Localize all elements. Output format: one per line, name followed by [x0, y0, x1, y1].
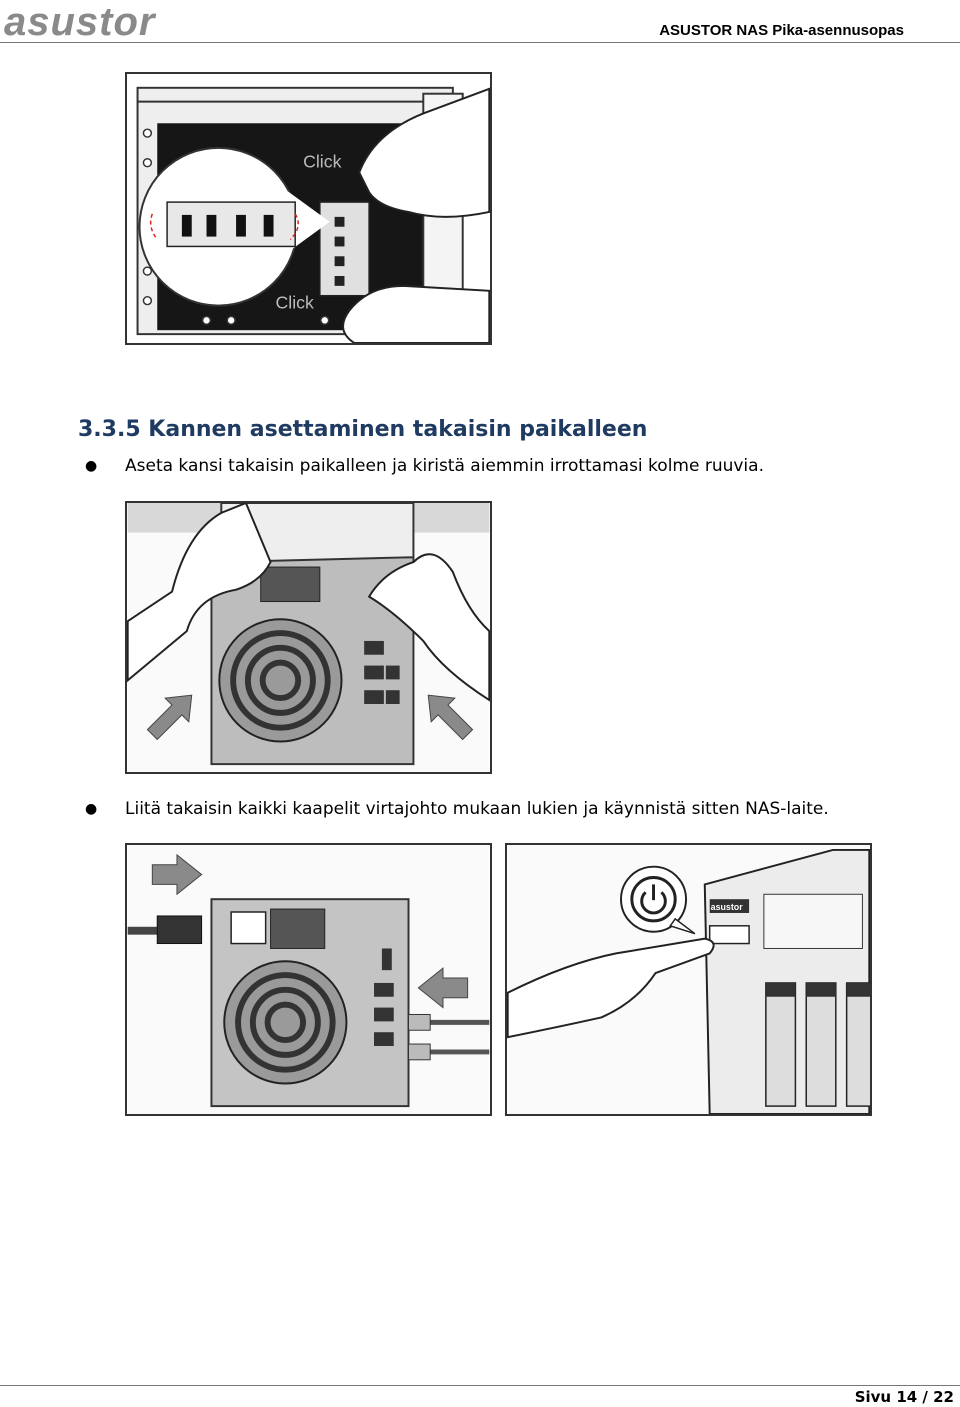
section-heading: 3.3.5 Kannen asettaminen takaisin paikal…: [78, 417, 648, 442]
bullet-icon: ●: [85, 801, 98, 817]
memory-install-illustration: Click Click: [125, 72, 492, 345]
bullet-text: Liitä takaisin kaikki kaapelit virtajoht…: [125, 799, 829, 819]
header-divider: [0, 42, 960, 43]
power-on-illustration: asustor: [505, 843, 872, 1116]
memory-install-drawing: Click Click: [127, 74, 490, 343]
footer-divider: [0, 1385, 960, 1386]
document-title: ASUSTOR NAS Pika-asennusopas: [659, 22, 904, 39]
device-brand-label: asustor: [711, 902, 744, 912]
click-label-bottom: Click: [275, 293, 314, 313]
cover-replace-illustration: [125, 501, 492, 774]
page-number: Sivu 14 / 22: [854, 1388, 954, 1406]
asustor-logo: asustor: [4, 0, 156, 44]
bullet-text: Aseta kansi takaisin paikalleen ja kiris…: [125, 456, 764, 476]
bullet-icon: ●: [85, 458, 98, 474]
cover-replace-drawing: [127, 503, 490, 772]
cable-connect-drawing: [127, 845, 490, 1114]
click-label-top: Click: [303, 152, 342, 172]
cable-connect-illustration: [125, 843, 492, 1116]
power-on-drawing: asustor: [507, 845, 870, 1114]
